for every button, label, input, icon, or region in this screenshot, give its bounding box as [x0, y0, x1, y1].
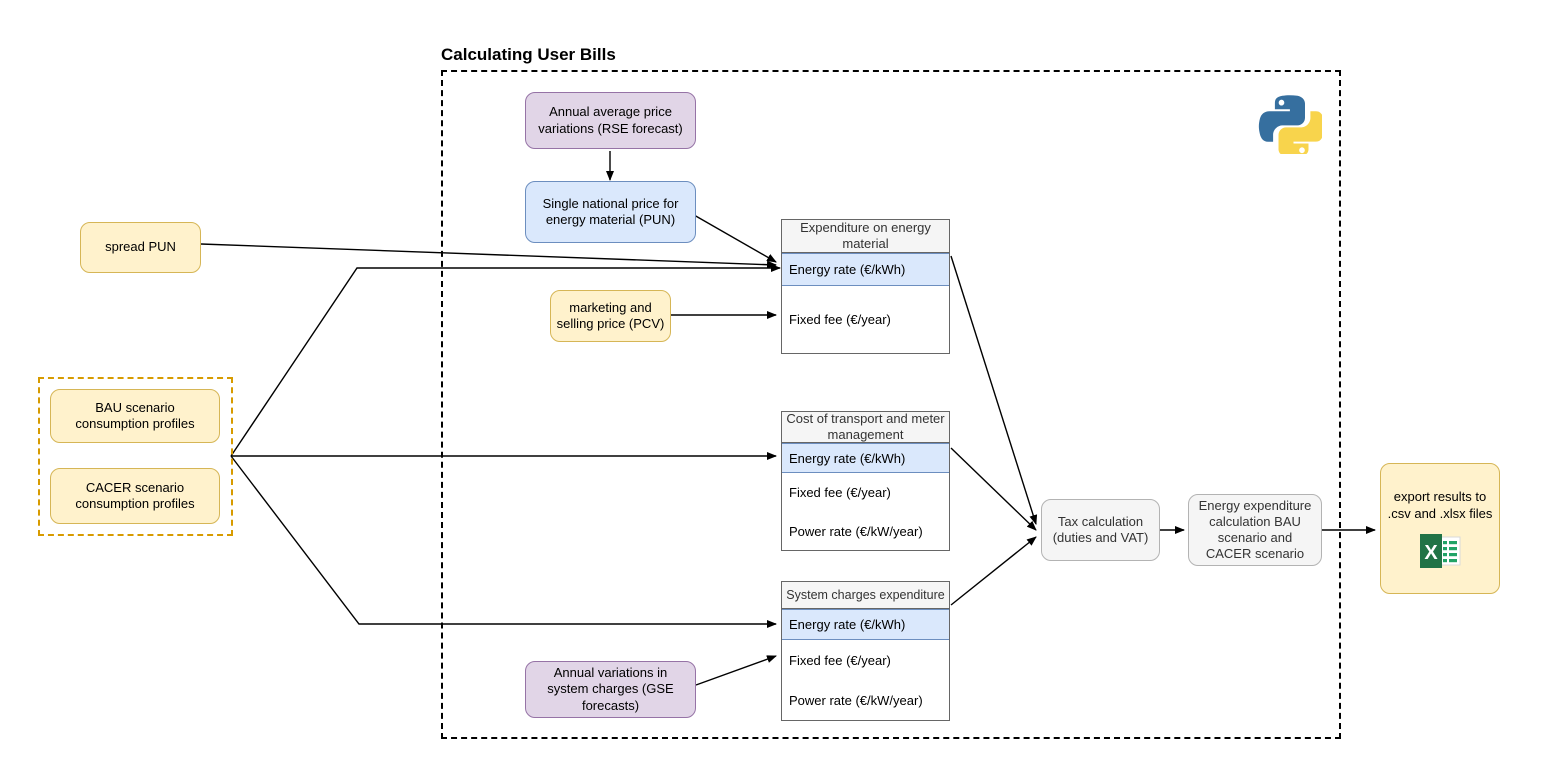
page-title: Calculating User Bills [441, 45, 616, 64]
node-gse-system-charges-label: Annual variations in system charges (GSE… [547, 665, 674, 713]
node-pcv-label: marketing and selling price (PCV) [556, 299, 665, 331]
node-pun-label: Single national price for energy materia… [542, 195, 679, 227]
python-logo [1258, 90, 1325, 158]
excel-xlsx-icon: X [1419, 533, 1461, 568]
table-system-row-energy-rate[interactable]: Energy rate (€/kWh) [782, 609, 949, 640]
node-tax-calculation[interactable]: Tax calculation (duties and VAT) [1041, 499, 1160, 561]
table-cost-of-transport-and-meter-management: Cost of transport and meter management E… [781, 411, 950, 551]
node-spread-pun[interactable]: spread PUN [80, 222, 201, 273]
table-transport-row-energy-rate[interactable]: Energy rate (€/kWh) [782, 443, 949, 473]
consumption-profiles-group [38, 377, 233, 536]
node-energy-expenditure-calculation-label: Energy expenditure calculation BAU scena… [1198, 497, 1312, 562]
node-pcv[interactable]: marketing and selling price (PCV) [550, 290, 671, 342]
table-system-charges-expenditure: System charges expenditure Energy rate (… [781, 581, 950, 721]
node-gse-system-charges[interactable]: Annual variations in system charges (GSE… [525, 661, 696, 718]
node-tax-calculation-label: Tax calculation (duties and VAT) [1052, 513, 1149, 545]
node-bau-profiles-label: BAU scenario consumption profiles [75, 399, 195, 431]
table-system-header: System charges expenditure [782, 582, 949, 609]
node-energy-expenditure-calculation[interactable]: Energy expenditure calculation BAU scena… [1188, 494, 1322, 566]
node-pun[interactable]: Single national price for energy materia… [525, 181, 696, 243]
node-rse-price-variations[interactable]: Annual average price variations (RSE for… [525, 92, 696, 149]
table-system-row-fixed-fee[interactable]: Fixed fee (€/year) [782, 640, 949, 681]
svg-text:X: X [1424, 542, 1438, 564]
node-export-results[interactable]: export results to .csv and .xlsx files X [1380, 463, 1500, 594]
table-transport-row-power-rate[interactable]: Power rate (€/kW/year) [782, 512, 949, 550]
table-system-row-power-rate[interactable]: Power rate (€/kW/year) [782, 681, 949, 720]
table-expenditure-header: Expenditure on energy material [782, 220, 949, 253]
node-cacer-profiles-label: CACER scenario consumption profiles [75, 479, 195, 511]
node-rse-price-variations-label: Annual average price variations (RSE for… [538, 104, 683, 136]
calculating-user-bills-container [441, 70, 1341, 739]
table-transport-header: Cost of transport and meter management [782, 411, 949, 443]
node-bau-profiles[interactable]: BAU scenario consumption profiles [50, 389, 220, 443]
table-expenditure-on-energy-material: Expenditure on energy material Energy ra… [781, 219, 950, 354]
node-cacer-profiles[interactable]: CACER scenario consumption profiles [50, 468, 220, 524]
table-transport-row-fixed-fee[interactable]: Fixed fee (€/year) [782, 473, 949, 512]
node-spread-pun-label: spread PUN [105, 239, 176, 255]
node-export-results-label: export results to .csv and .xlsx files [1387, 489, 1493, 521]
table-expenditure-row-energy-rate[interactable]: Energy rate (€/kWh) [782, 253, 949, 286]
table-expenditure-row-fixed-fee[interactable]: Fixed fee (€/year) [782, 286, 949, 353]
